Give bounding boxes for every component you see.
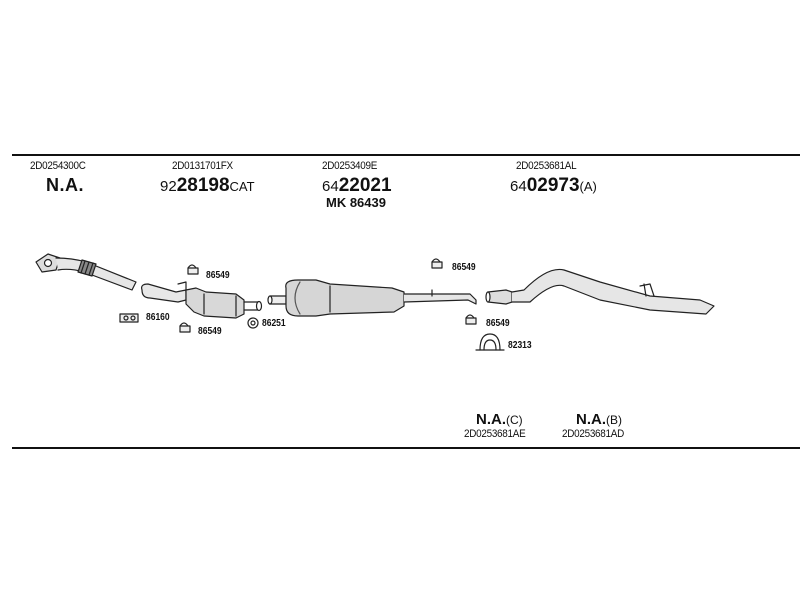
bottom-part-suffix-2: (B) [606, 413, 622, 427]
accessory-label-2: 86160 [146, 312, 170, 323]
catalytic-converter [141, 281, 263, 319]
part-prefix-4: 64 [510, 178, 527, 195]
clamp-icon-2 [179, 322, 191, 333]
part-code-4: 2D0253681AL [516, 160, 577, 172]
gasket-icon [119, 313, 139, 323]
accessory-label-5: 86549 [452, 262, 476, 273]
part-bold-4: 02973 [526, 175, 580, 196]
hanger-icon [475, 333, 505, 351]
accessory-label-1: 86549 [206, 270, 230, 281]
bottom-part-main-2: N.A. [576, 411, 606, 428]
middle-silencer [267, 279, 477, 317]
accessory-label-3: 86549 [198, 326, 222, 337]
clamp-icon-1 [187, 264, 199, 275]
part-prefix-2: 92 [160, 178, 177, 195]
part-bold-3: 22021 [338, 175, 392, 196]
ring-icon [247, 317, 259, 329]
accessory-label-7: 82313 [508, 340, 532, 351]
part-number-2: 9228198CAT [160, 175, 255, 197]
part-code-2: 2D0131701FX [172, 160, 233, 172]
top-rule [12, 154, 800, 156]
accessory-label-6: 86549 [486, 318, 510, 329]
part-number-3: 6422021 [322, 175, 392, 197]
rear-pipe [485, 268, 715, 315]
accessory-label-4: 86251 [262, 318, 286, 329]
part-code-1: 2D0254300C [30, 160, 86, 172]
bottom-part-suffix-1: (C) [506, 413, 523, 427]
part-code-3: 2D0253409E [322, 160, 378, 172]
bottom-part-number-2: N.A.(B) [576, 411, 622, 428]
part-number-1: N.A. [46, 175, 84, 195]
bottom-rule [12, 447, 800, 449]
bottom-part-code-2: 2D0253681AD [562, 428, 624, 440]
clamp-icon-3 [431, 258, 443, 269]
part-number-4: 6402973(A) [510, 175, 597, 197]
part-suffix-4: (A) [579, 179, 597, 194]
part-bold-2: 28198 [176, 175, 230, 196]
bottom-part-main-1: N.A. [476, 411, 506, 428]
clamp-icon-4 [465, 314, 477, 325]
front-pipe [35, 253, 137, 291]
bottom-part-number-1: N.A.(C) [476, 411, 523, 428]
part-prefix-3: 64 [322, 178, 339, 195]
part-suffix-2: CAT [229, 179, 255, 194]
bottom-part-code-1: 2D0253681AE [464, 428, 526, 440]
part-extra-3: MK 86439 [326, 195, 386, 210]
